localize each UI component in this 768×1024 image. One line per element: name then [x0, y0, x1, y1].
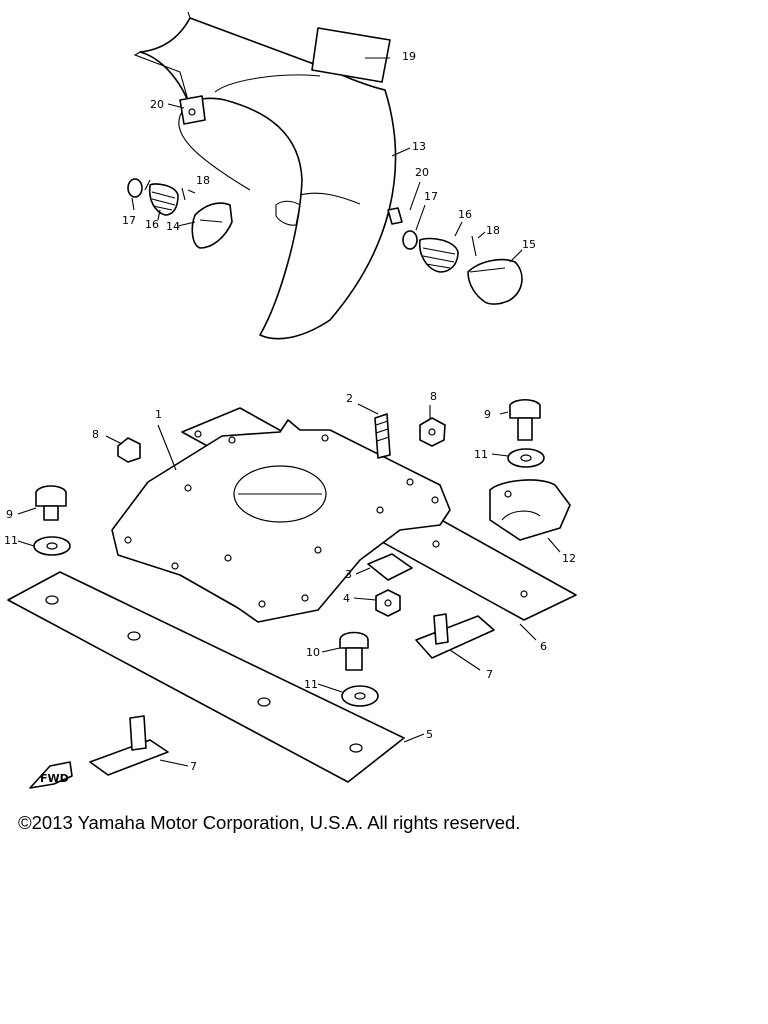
right-knob-assembly — [387, 207, 523, 305]
callout-5: 5 — [426, 728, 433, 741]
stud-plate-right — [415, 613, 495, 659]
hinge-bracket — [489, 479, 571, 541]
callout-17-right: 17 — [424, 190, 438, 203]
callout-20-right: 20 — [415, 166, 429, 179]
seat-base-plate — [111, 419, 451, 623]
callout-17-left: 17 — [122, 214, 136, 227]
callout-2: 2 — [346, 392, 353, 405]
callout-4: 4 — [343, 592, 350, 605]
callout-11-lower: 11 — [304, 678, 318, 691]
stud-plate-lower — [89, 715, 169, 776]
callout-12: 12 — [562, 552, 576, 565]
callout-8-upper: 8 — [430, 390, 437, 403]
bolt-right — [509, 398, 541, 441]
callout-8-left: 8 — [92, 428, 99, 441]
stud-bolt — [374, 413, 391, 459]
bolt-left — [35, 485, 67, 521]
callout-16-left: 16 — [145, 218, 159, 231]
callout-20-upper: 20 — [150, 98, 164, 111]
copyright-notice: ©2013 Yamaha Motor Corporation, U.S.A. A… — [18, 812, 521, 833]
callout-7-right: 7 — [486, 668, 493, 681]
washer-right — [507, 448, 545, 468]
svg-text:FWD: FWD — [40, 772, 69, 785]
callout-11-right: 11 — [474, 448, 488, 461]
mount-strip-lower — [7, 571, 405, 783]
callout-10: 10 — [306, 646, 320, 659]
callout-7-lower: 7 — [190, 760, 197, 773]
nut-lower — [375, 589, 401, 617]
nut-upper — [419, 417, 446, 447]
callout-14: 14 — [166, 220, 180, 233]
parts-diagram: FWD 19 20 13 18 — [4, 11, 577, 789]
callout-18-right: 18 — [486, 224, 500, 237]
plate-nut — [367, 553, 413, 581]
washer-left — [33, 536, 71, 556]
callout-13: 13 — [412, 140, 426, 153]
callout-9-left: 9 — [6, 508, 13, 521]
bolt-lower — [339, 631, 369, 671]
emblem-plate — [311, 27, 391, 83]
callout-18-left: 18 — [196, 174, 210, 187]
callout-16-right: 16 — [458, 208, 472, 221]
callout-19: 19 — [402, 50, 416, 63]
nut-left — [117, 437, 141, 463]
forward-arrow-icon: FWD — [29, 761, 73, 789]
washer-lower — [341, 685, 379, 707]
callout-11-left: 11 — [4, 534, 18, 547]
callout-15: 15 — [522, 238, 536, 251]
callout-3: 3 — [345, 568, 352, 581]
callout-1: 1 — [155, 408, 162, 421]
left-knob-assembly — [127, 178, 233, 249]
callout-numbers: 19 20 13 18 17 16 14 20 17 16 18 15 1 2 … — [4, 50, 576, 773]
leader-lines — [17, 57, 561, 767]
callout-6: 6 — [540, 640, 547, 653]
bracket-clip-upper — [179, 95, 206, 125]
callout-9-right: 9 — [484, 408, 491, 421]
